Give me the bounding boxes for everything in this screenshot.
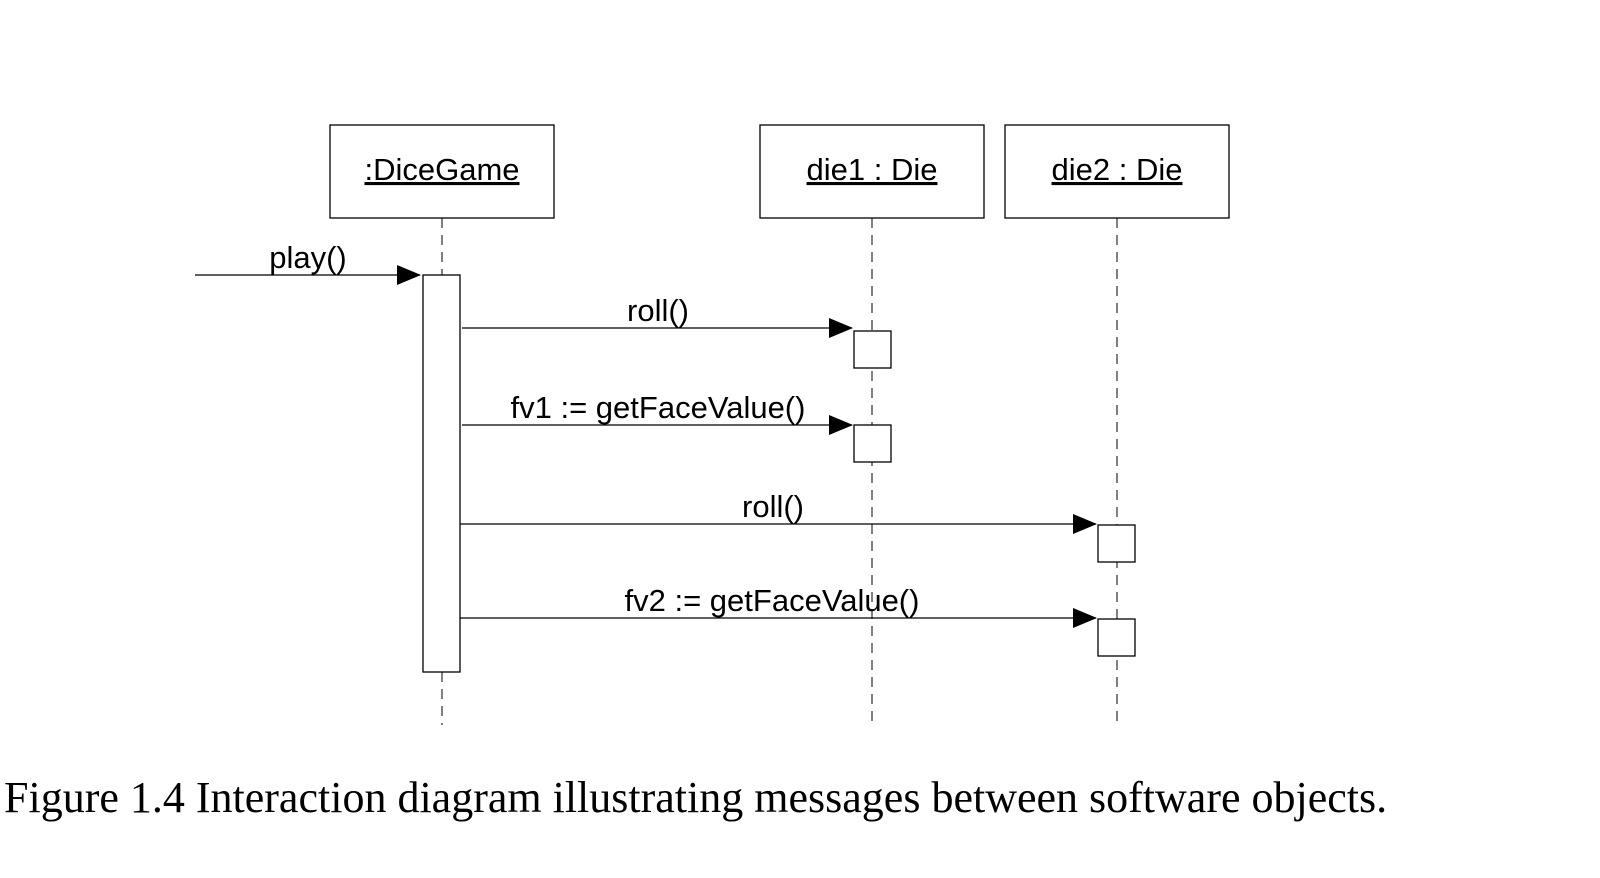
object-die1: die1 : Die [759,124,985,219]
object-dicegame-label: :DiceGame [364,152,519,187]
object-dicegame: :DiceGame [329,124,555,219]
object-die2: die2 : Die [1004,124,1230,219]
object-die2-label: die2 : Die [1052,152,1183,187]
activation-die2-roll [1097,524,1136,563]
message-roll-die1: roll() [462,293,853,338]
message-roll-die2-label: roll() [742,489,804,524]
message-play: play() [195,240,421,285]
message-getfacevalue-die2-label: fv2 := getFaceValue() [625,583,920,618]
object-die1-label: die1 : Die [807,152,938,187]
activation-die1-getfacevalue [853,424,892,463]
message-roll-die2: roll() [460,489,1097,534]
message-getfacevalue-die2: fv2 := getFaceValue() [460,583,1097,628]
activation-dicegame [422,274,461,673]
figure-caption: Figure 1.4 Interaction diagram illustrat… [4,773,1388,822]
message-getfacevalue-die1-label: fv1 := getFaceValue() [511,390,806,425]
activation-die1-roll [853,330,892,369]
message-roll-die1-label: roll() [627,293,689,328]
message-play-label: play() [269,240,347,275]
activation-die2-getfacevalue [1097,618,1136,657]
message-getfacevalue-die1: fv1 := getFaceValue() [462,390,853,435]
